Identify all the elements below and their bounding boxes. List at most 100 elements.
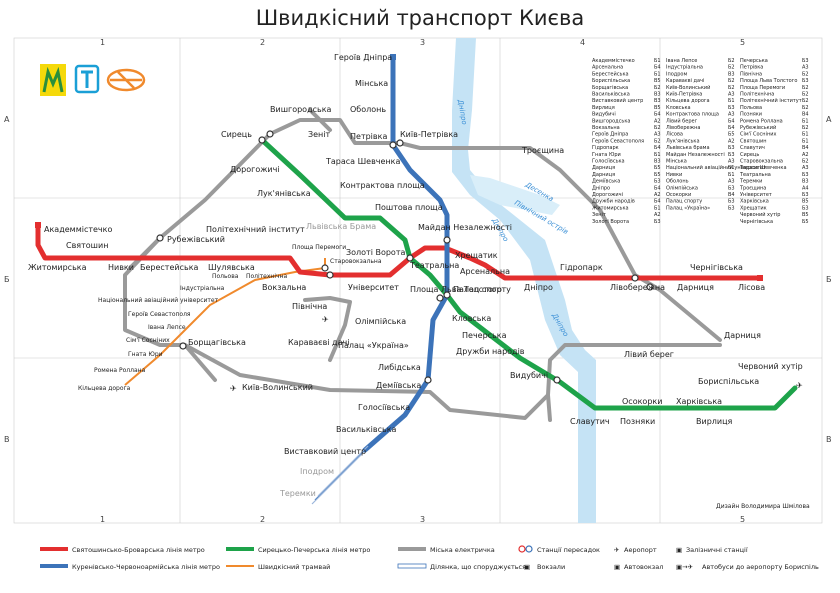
station-lvivska: Львівська Брама (306, 222, 376, 231)
index-grid-ref: Б4 (654, 112, 661, 118)
grid-row-a-right: А (826, 115, 832, 124)
index-station-name: Вирлиця (592, 105, 615, 111)
index-station-name: Борщагівська (592, 85, 628, 91)
index-grid-ref: Б5 (654, 172, 661, 178)
grid-col-5-bottom: 5 (740, 515, 745, 524)
index-station-name: Майдан Незалежності (666, 151, 725, 158)
index-station-name: Контрактова площа (666, 112, 719, 118)
index-station-name: Олімпійська (666, 184, 698, 191)
station-dots (156, 130, 654, 384)
station-kontraktova: Контрактова площа (340, 181, 425, 190)
index-station-name: Героїв Дніпра (592, 132, 628, 138)
index-station-name: Політехнічна (740, 92, 774, 98)
index-station-name: Рубежівський (740, 124, 776, 131)
station-kiltseva: Кільцева дорога (78, 385, 131, 392)
index-station-name: Дніпро (592, 185, 610, 191)
station-lybidska: Либідська (378, 363, 421, 372)
index-station-name: Польова (740, 105, 762, 111)
legend-transfer: Станції пересадок (537, 546, 600, 554)
station-syrets: Сирець (221, 130, 252, 139)
station-teremky: Теремки (279, 489, 316, 498)
index-station-name: Зеніт (592, 212, 606, 218)
index-station-name: Героїв Севастополя (592, 138, 644, 144)
station-maidan: Майдан Незалежності (418, 223, 512, 232)
station-labels: Героїв Дніпра Мінська Оболонь Петрівка К… (28, 53, 803, 498)
index-station-name: Кловська (666, 105, 691, 111)
index-grid-ref: В5 (802, 199, 809, 205)
index-grid-ref: Б1 (654, 71, 661, 77)
index-grid-ref: Б1 (728, 172, 735, 178)
tram-logo (74, 64, 100, 94)
grid-row-b-right: Б (826, 275, 832, 284)
station-osokorky: Осокорки (622, 397, 662, 406)
index-station-name: Васильківська (592, 92, 630, 98)
station-teatralna: Театральна (409, 261, 459, 270)
index-station-name: Осокорки (666, 192, 691, 198)
index-grid-ref: Б4 (654, 145, 661, 151)
index-grid-ref: В5 (654, 78, 661, 84)
station-zenit: Зеніт (308, 130, 331, 139)
index-grid-ref: Б3 (728, 105, 735, 111)
index-station-name: Видубичі (592, 112, 616, 118)
index-grid-ref: Б1 (654, 205, 661, 211)
index-grid-ref: В3 (728, 71, 735, 77)
legend-red: Святошинсько-Броварська лінія метро (72, 546, 205, 554)
index-station-name: Дарниця (592, 172, 615, 178)
grid-col-3-bottom: 3 (420, 515, 425, 524)
index-station-name: Бориспільська (592, 78, 630, 84)
index-station-name: Славутич (740, 145, 765, 151)
index-station-name: Голосіївська (592, 159, 625, 165)
index-grid-ref: В4 (802, 145, 809, 151)
grid-row-v-right: В (826, 435, 832, 444)
station-nyvky: Нивки (108, 263, 134, 272)
page-title: Швидкісний транспорт Києва (255, 6, 585, 30)
index-station-name: Сирець (740, 152, 759, 158)
index-grid-ref: В3 (802, 179, 809, 185)
index-grid-ref: Б1 (728, 98, 735, 104)
station-beresteiska: Берестейська (140, 263, 199, 272)
index-grid-ref: Б5 (728, 132, 735, 138)
station-demiivska: Деміївська (376, 381, 421, 390)
index-station-name: Теремки (739, 179, 762, 185)
dnipro-river (452, 38, 596, 523)
station-livyi-bereh: Лівий берег (624, 350, 674, 359)
index-grid-ref: А3 (728, 112, 735, 118)
station-petrivka: Петрівка (350, 132, 387, 141)
index-grid-ref: Б3 (802, 58, 809, 64)
index-station-name: Арсенальна (592, 65, 623, 71)
line-blue (362, 55, 450, 453)
legend-bus-station: Автовокзал (624, 563, 663, 571)
index-grid-ref: Б2 (728, 78, 735, 84)
index-station-name: Палац «Україна» (666, 205, 710, 211)
index-grid-ref: А3 (802, 165, 809, 171)
station-boryspilska: Бориспільська (698, 377, 759, 386)
airport-icon-boryspil: ✈ (796, 381, 803, 390)
legend-bus-airport: Автобуси до аеропорту Бориспіль (702, 563, 819, 571)
index-station-name: Виставковий центр (592, 97, 643, 104)
legend-airport-icon: ✈ (614, 546, 620, 554)
index-grid-ref: А3 (728, 159, 735, 165)
index-grid-ref: В5 (654, 105, 661, 111)
grid-row-v: В (4, 435, 10, 444)
index-station-name: Національний авіаційний університет (666, 164, 766, 171)
station-simi-sosninykh: Сім'ї Сосніних (126, 337, 170, 344)
legend-gray: Міська електричка (430, 546, 495, 554)
line-gray-elektrychka (123, 108, 722, 422)
index-grid-ref: В3 (654, 98, 661, 104)
station-kyiv-volynskyi: Київ-Волинський (242, 383, 313, 392)
index-grid-ref: Б4 (654, 199, 661, 205)
index-station-name: Червоний хутір (740, 211, 780, 218)
index-grid-ref: Б4 (654, 65, 661, 71)
index-grid-ref: А4 (802, 185, 809, 191)
index-grid-ref: Б2 (654, 125, 661, 131)
line-blue-construction (311, 445, 369, 505)
index-station-name: Івана Лепсе (666, 58, 697, 64)
station-rubezhivskyi: Рубежівський (167, 235, 225, 244)
station-gidropark: Гідропарк (560, 263, 603, 272)
index-station-name: Дарниця (592, 165, 615, 171)
index-station-name: Іподром (666, 71, 687, 77)
index-station-name: Деміївська (592, 179, 620, 185)
grid-row-a: А (4, 115, 10, 124)
station-vydubychi: Видубичі (510, 371, 548, 380)
